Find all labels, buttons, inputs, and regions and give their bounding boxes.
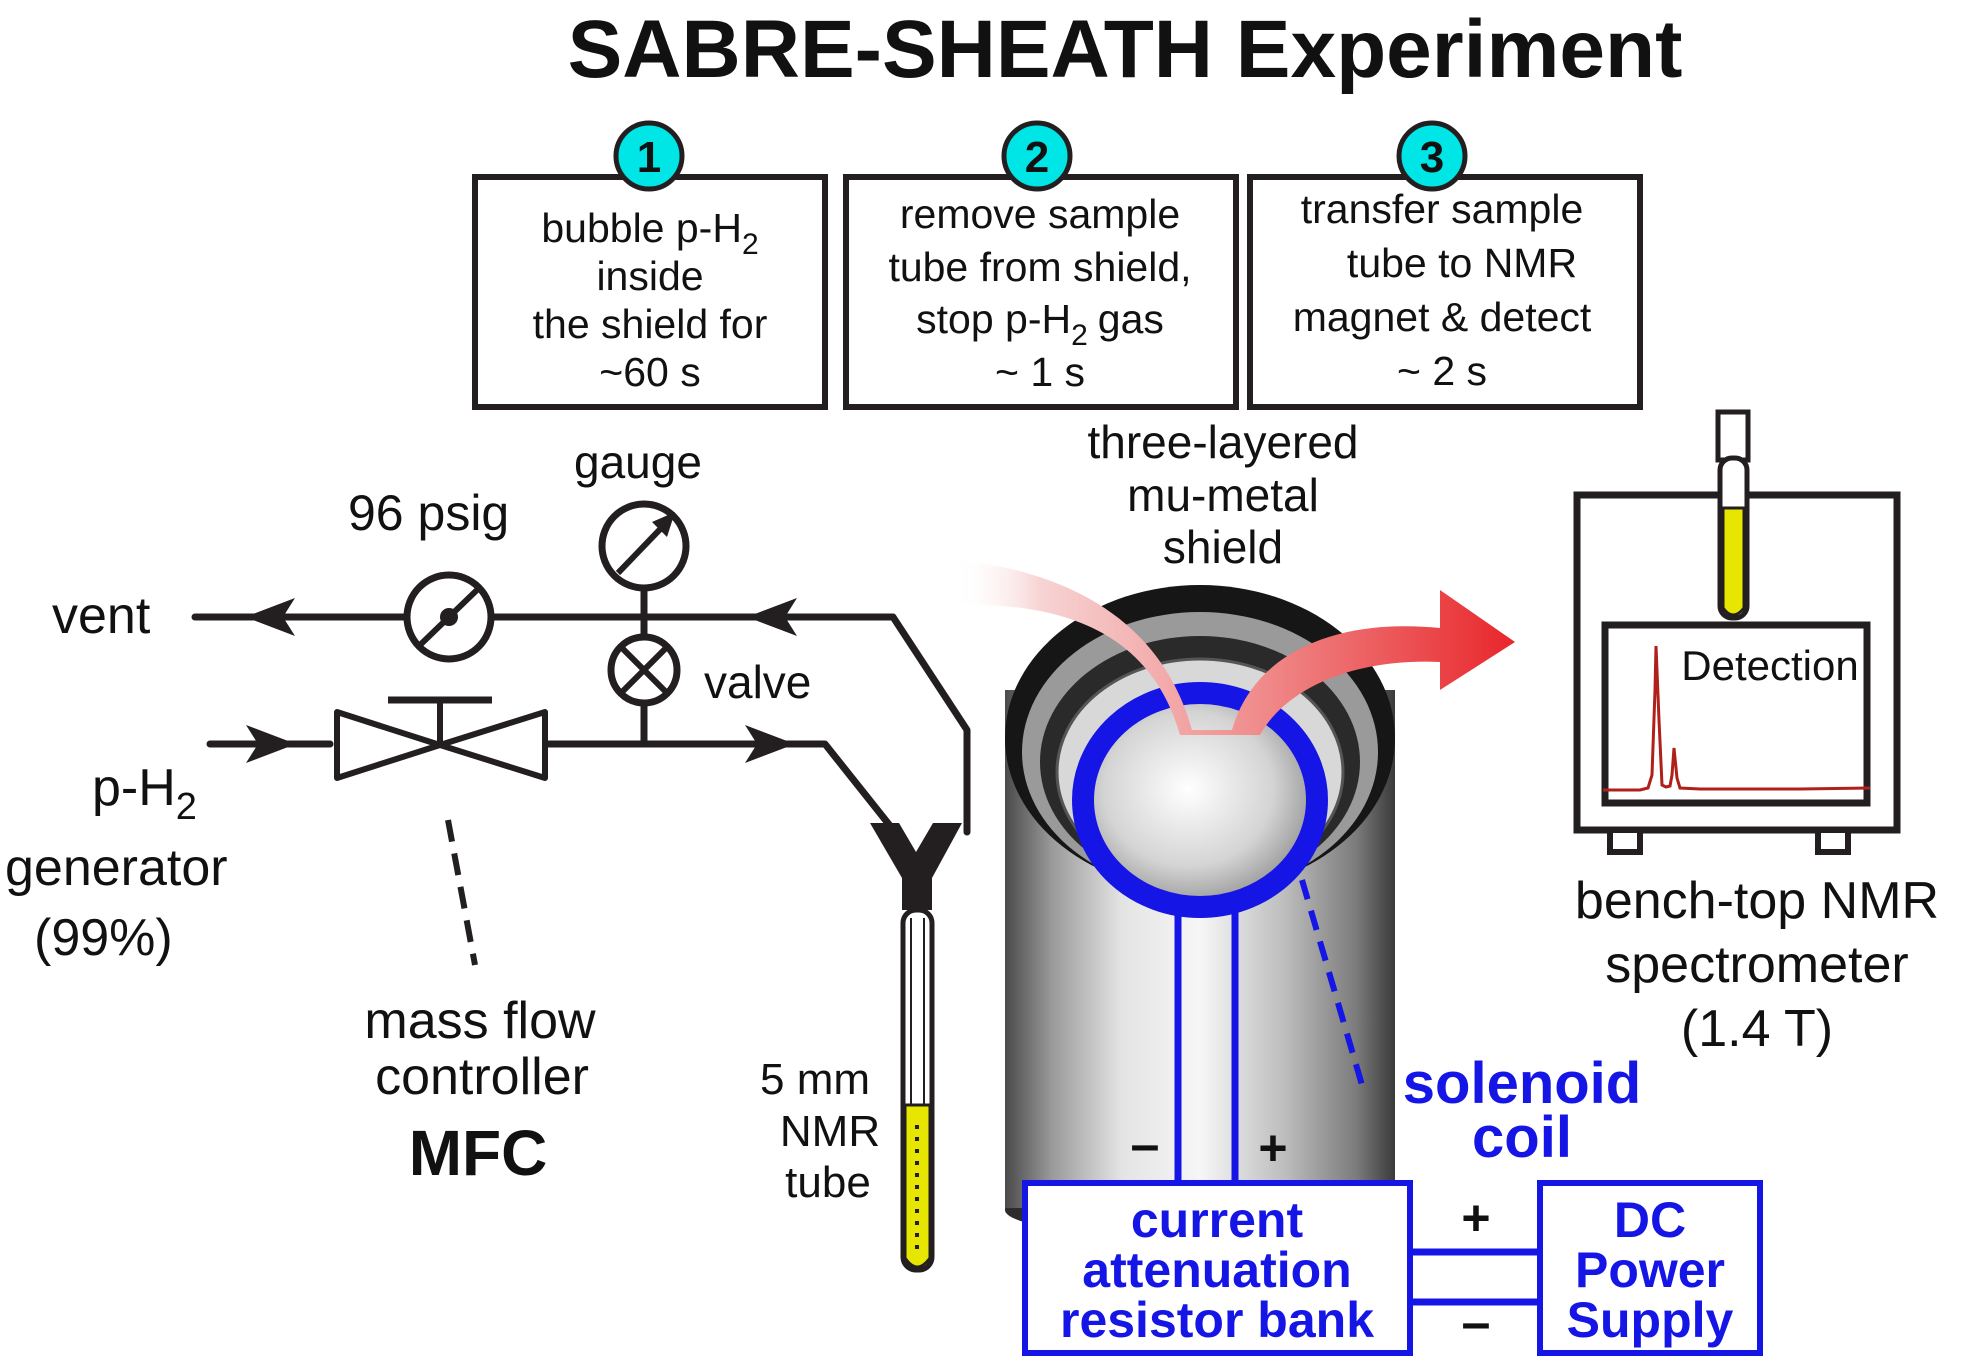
pressure-regulator-icon	[403, 571, 495, 663]
step-1: 1 bubble p-H2 inside the shield for ~60 …	[472, 120, 828, 410]
transfer-arrow	[955, 560, 1515, 735]
gauge-label: gauge	[574, 436, 702, 488]
step-text-line: transfer sample	[1301, 186, 1584, 232]
return-arrowhead	[747, 598, 797, 636]
tube-label: NMR	[780, 1107, 880, 1156]
step-2: 2 remove sample tube from shield, stop p…	[843, 120, 1239, 410]
step-text-line: ~ 2 s	[1397, 348, 1487, 394]
pressure-label: 96 psig	[348, 485, 509, 541]
page-title: SABRE-SHEATH Experiment	[568, 4, 1683, 95]
spectrometer-label: spectrometer	[1605, 936, 1908, 994]
power-supply-label: Power	[1575, 1242, 1725, 1298]
resistor-bank-label: current	[1131, 1192, 1304, 1248]
coil-label: solenoid	[1403, 1051, 1641, 1116]
step-text-line: ~60 s	[599, 349, 700, 395]
spectrometer-label: bench-top NMR	[1575, 872, 1939, 930]
gas-plumbing	[191, 581, 971, 836]
supply-plus-sign: +	[1461, 1190, 1490, 1246]
supply-minus-sign: –	[1462, 1294, 1491, 1352]
detection-label: Detection	[1681, 642, 1858, 689]
generator-label: generator	[5, 839, 228, 897]
outlet-arrowhead	[745, 725, 795, 763]
inlet-arrowhead	[246, 725, 296, 763]
mfc-label: controller	[375, 1048, 589, 1106]
solenoid-coil	[1072, 682, 1365, 1185]
power-circuit	[1022, 1180, 1763, 1356]
spectrometer-field: (1.4 T)	[1681, 1000, 1833, 1058]
step-number-badge	[1001, 120, 1073, 192]
mass-flow-controller-icon	[334, 696, 548, 966]
tube-label: tube	[785, 1158, 871, 1207]
shield-label: shield	[1163, 521, 1283, 573]
coil-label: coil	[1472, 1105, 1572, 1170]
step-text-line: the shield for	[533, 301, 768, 347]
mfc-abbr: MFC	[409, 1117, 548, 1189]
step-text-line: bubble p-H2	[541, 205, 758, 261]
step-3: 3 transfer sample tube to NMR magnet & d…	[1247, 120, 1643, 410]
step-text-line: magnet & detect	[1293, 294, 1592, 340]
shield-label: mu-metal	[1127, 469, 1319, 521]
step-text-line: tube to NMR	[1347, 240, 1577, 286]
step-text-line: remove sample	[900, 191, 1180, 237]
shield-label: three-layered	[1087, 416, 1358, 468]
step-text-line: tube from shield,	[888, 244, 1191, 290]
power-supply-label: Supply	[1567, 1292, 1734, 1348]
coil-plus-sign: +	[1258, 1120, 1287, 1176]
vent-arrowhead	[245, 598, 295, 636]
step-number-badge	[1396, 120, 1468, 192]
resistor-bank-label: resistor bank	[1060, 1292, 1374, 1348]
gauge-icon	[598, 500, 690, 592]
coil-minus-sign: –	[1131, 1116, 1160, 1174]
mfc-label: mass flow	[364, 992, 596, 1050]
generator-label: p-H2	[92, 759, 197, 828]
step-text-line: inside	[596, 253, 703, 299]
step-number: 1	[637, 133, 661, 182]
nmr-tube-left	[870, 823, 962, 1273]
labels: vent 96 psig gauge valve p-H2 generator …	[5, 416, 1939, 1352]
step-text-line: ~ 1 s	[995, 349, 1085, 395]
resistor-bank-label: attenuation	[1082, 1242, 1351, 1298]
power-supply-label: DC	[1614, 1192, 1686, 1248]
generator-purity: (99%)	[34, 909, 173, 967]
step-number: 3	[1420, 133, 1444, 182]
tube-label: 5 mm	[760, 1055, 870, 1104]
sample-liquid	[1721, 506, 1746, 617]
step-number-badge	[613, 120, 685, 192]
benchtop-spectrometer	[1573, 409, 1901, 855]
valve-icon	[607, 633, 681, 707]
step-number: 2	[1025, 133, 1049, 182]
vent-label: vent	[52, 587, 151, 645]
spectrum-trace	[1603, 645, 1871, 792]
valve-label: valve	[704, 656, 811, 708]
